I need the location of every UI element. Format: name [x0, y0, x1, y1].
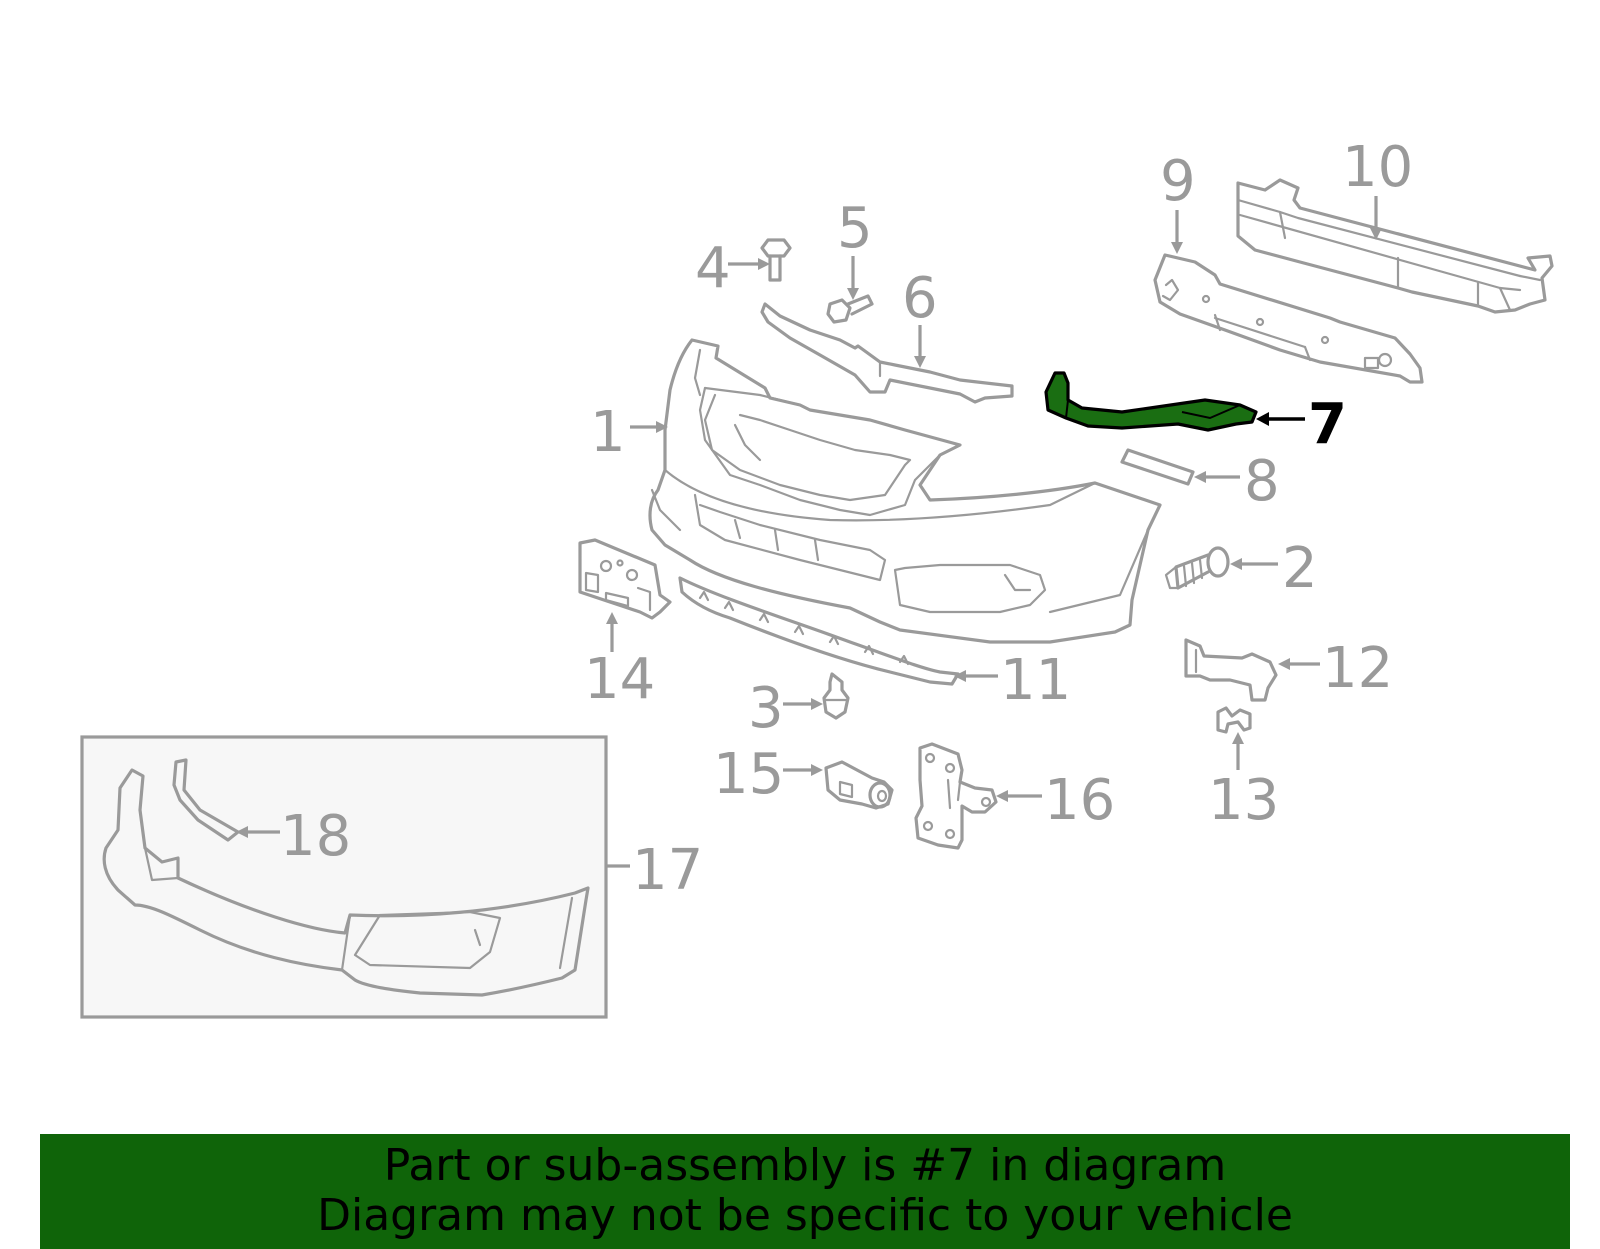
- callout-15: 15: [713, 742, 784, 807]
- callout-7: 7: [1308, 392, 1347, 457]
- part-15-sensor[interactable]: [824, 760, 894, 810]
- callout-12: 12: [1322, 636, 1393, 701]
- part-7-bracket-highlighted[interactable]: [1044, 371, 1258, 432]
- banner-line-2: Diagram may not be specific to your vehi…: [317, 1190, 1293, 1241]
- part-12-bracket[interactable]: [1184, 638, 1278, 702]
- callout-5: 5: [837, 196, 873, 261]
- callout-16: 16: [1044, 768, 1115, 833]
- part-10-reinforcement-beam[interactable]: [1236, 178, 1554, 314]
- callout-9: 9: [1160, 149, 1196, 214]
- part-14-license-bracket[interactable]: [578, 538, 672, 620]
- part-17-lower-lip[interactable]: [102, 768, 590, 997]
- callout-labels: 1 2 3 4 5 6 7 8 9 10 11 12 13 14 15 16 1…: [280, 135, 1413, 903]
- info-banner: Part or sub-assembly is #7 in diagram Di…: [40, 1134, 1570, 1249]
- part-13-clip[interactable]: [1216, 706, 1252, 734]
- callout-4: 4: [695, 236, 731, 301]
- callout-13: 13: [1208, 768, 1279, 833]
- part-1-bumper-cover[interactable]: [648, 338, 1162, 644]
- callout-2: 2: [1282, 536, 1318, 601]
- callout-11: 11: [1000, 648, 1071, 713]
- callout-8: 8: [1244, 449, 1280, 514]
- part-5-bolt[interactable]: [826, 294, 874, 324]
- part-2-screw[interactable]: [1164, 546, 1230, 590]
- callout-3: 3: [748, 676, 784, 741]
- part-9-absorber[interactable]: [1153, 253, 1424, 384]
- part-3-clip[interactable]: [822, 672, 850, 720]
- leader-lines: [236, 196, 1382, 868]
- part-18-strip[interactable]: [172, 758, 240, 842]
- callout-6: 6: [902, 266, 938, 331]
- callout-1: 1: [590, 400, 626, 465]
- banner-line-1: Part or sub-assembly is #7 in diagram: [383, 1140, 1227, 1191]
- part-8-pad[interactable]: [1120, 448, 1195, 486]
- callout-14: 14: [584, 647, 655, 712]
- part-6-upper-strip[interactable]: [760, 302, 1014, 404]
- part-16-sensor-bracket[interactable]: [914, 742, 998, 850]
- callout-10: 10: [1342, 135, 1413, 200]
- callout-18: 18: [280, 804, 351, 869]
- part-11-lower-skirt[interactable]: [678, 576, 960, 686]
- callout-17: 17: [632, 838, 703, 903]
- inset-box-17: [80, 735, 608, 1019]
- part-4-bolt[interactable]: [760, 238, 792, 282]
